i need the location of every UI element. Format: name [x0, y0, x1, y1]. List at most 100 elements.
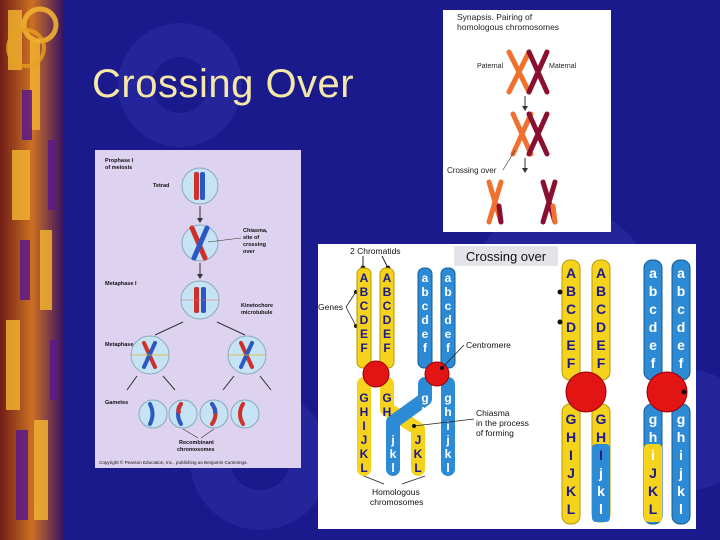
- gene-e-4: e: [677, 337, 685, 353]
- gene-L-1: L: [360, 461, 367, 475]
- gene-K-1: K: [360, 447, 369, 461]
- gene-K-2: K: [414, 447, 423, 461]
- gamete-cell-4: [230, 399, 260, 429]
- right-blue-chromosomes: [643, 259, 691, 525]
- gene-H-1: H: [360, 405, 369, 419]
- gene-g-2: g: [444, 391, 451, 405]
- gene-g-1: g: [421, 391, 428, 405]
- gene-a-1: a: [422, 271, 429, 285]
- centromere-right-yellow: [565, 371, 607, 413]
- gene-j-5: j: [678, 465, 683, 481]
- label-homologous-1: Homologous: [372, 487, 420, 497]
- chiasma-cell: [181, 224, 219, 262]
- gene-G-2: G: [382, 391, 391, 405]
- metaphase-i-cell: [180, 280, 220, 320]
- label-maternal: Maternal: [549, 63, 577, 70]
- crossing-over-title: Crossing over: [466, 249, 547, 264]
- gene-E-1: E: [360, 327, 368, 341]
- label-gametes: Gametes: [105, 400, 128, 406]
- meiosis-diagram: Prophase I of meiosis Tetrad Chiasma, si…: [95, 150, 301, 468]
- label-prophase-i: Prophase I: [105, 158, 134, 164]
- centromere-left-blue: [424, 361, 450, 387]
- gene-G-3: G: [566, 411, 577, 427]
- gene-I-4: I: [599, 447, 603, 463]
- label-kinetochore-1: Kinetochore: [241, 303, 273, 309]
- gene-b-3: b: [649, 283, 658, 299]
- gene-F-2: F: [383, 341, 390, 355]
- gene-k-2: k: [390, 447, 397, 461]
- crossing-over-diagram: Crossing over 2 Chromatids Genes Centrom…: [318, 244, 696, 529]
- label-chiasma-3: crossing: [243, 242, 266, 248]
- gene-d-4: d: [677, 319, 686, 335]
- gene-E-2: E: [383, 327, 391, 341]
- gene-e-1: e: [422, 327, 429, 341]
- gene-B-2: B: [383, 285, 392, 299]
- gene-c-4: c: [677, 301, 685, 317]
- gene-j-3: j: [445, 433, 449, 447]
- gene-d-1: d: [421, 313, 428, 327]
- gene-h-4: h: [677, 429, 686, 445]
- label-metaphase-ii: Metaphase II: [105, 342, 138, 348]
- gene-F-3: F: [567, 355, 576, 371]
- synapsis-diagram: Synapsis. Pairing of homologous chromoso…: [443, 10, 611, 232]
- synapsis-title-1: Synapsis. Pairing of: [457, 12, 533, 22]
- gene-L-4: L: [649, 501, 658, 517]
- label-recombinant-1: Recombinant: [179, 440, 214, 446]
- gene-H-3: H: [566, 429, 576, 445]
- gene-i-2: i: [446, 419, 449, 433]
- gamete-cell-3: [199, 399, 229, 429]
- label-genes: Genes: [318, 302, 343, 312]
- gene-A-3: A: [566, 265, 576, 281]
- label-chiasma-4: over: [243, 249, 255, 255]
- slide-title: Crossing Over: [92, 62, 355, 106]
- gene-D-4: D: [596, 319, 606, 335]
- chromosome-pair-middle: [510, 111, 550, 157]
- gene-C-3: C: [566, 301, 576, 317]
- metaphase-ii-cell-right: [227, 335, 267, 375]
- gene-E-3: E: [566, 337, 575, 353]
- gene-A-4: A: [596, 265, 606, 281]
- gene-e-3: e: [649, 337, 657, 353]
- gene-d-3: d: [649, 319, 658, 335]
- gene-I-1: I: [362, 419, 365, 433]
- label-recombinant-2: chromosomes: [177, 447, 215, 453]
- gene-E-4: E: [596, 337, 605, 353]
- gene-k-5: k: [677, 483, 685, 499]
- gene-j-4: j: [598, 465, 603, 481]
- label-homologous-2: chromosomes: [370, 497, 423, 507]
- gene-K-4: K: [648, 483, 658, 499]
- gene-B-3: B: [566, 283, 576, 299]
- label-crossing-over-small: Crossing over: [447, 166, 497, 175]
- chromosome-pair-bottom: [486, 179, 558, 225]
- gene-D-1: D: [360, 313, 369, 327]
- gene-g-3: g: [649, 411, 658, 427]
- gene-c-1: c: [422, 299, 429, 313]
- gene-a-4: a: [677, 265, 685, 281]
- gene-C-2: C: [383, 299, 392, 313]
- right-yellow-chromosomes: [561, 259, 611, 525]
- gene-f-1: f: [423, 341, 428, 355]
- gene-D-3: D: [566, 319, 576, 335]
- label-paternal: Paternal: [477, 63, 504, 70]
- gene-c-3: c: [649, 301, 657, 317]
- gene-h-2: h: [444, 405, 451, 419]
- label-2-chromatids: 2 Chromatids: [350, 246, 401, 256]
- gene-k-4: k: [597, 483, 605, 499]
- label-chiasma-2: site of: [243, 235, 259, 241]
- label-metaphase-i: Metaphase I: [105, 281, 137, 287]
- gene-b-4: b: [677, 283, 686, 299]
- synapsis-title-2: homologous chromosomes: [457, 22, 559, 32]
- gene-l-4: l: [599, 501, 603, 517]
- chromosome-pair-top: [506, 49, 550, 95]
- gene-b-2: b: [444, 285, 451, 299]
- gene-j-2: j: [390, 433, 394, 447]
- gene-C-4: C: [596, 301, 606, 317]
- metaphase-ii-cell-left: [130, 335, 170, 375]
- gene-J-3: J: [567, 465, 575, 481]
- gene-L-3: L: [567, 501, 576, 517]
- gene-i-3: i: [651, 447, 655, 463]
- gene-G-4: G: [596, 411, 607, 427]
- gene-G-1: G: [359, 391, 368, 405]
- gene-b-1: b: [421, 285, 428, 299]
- gene-e-2: e: [445, 327, 452, 341]
